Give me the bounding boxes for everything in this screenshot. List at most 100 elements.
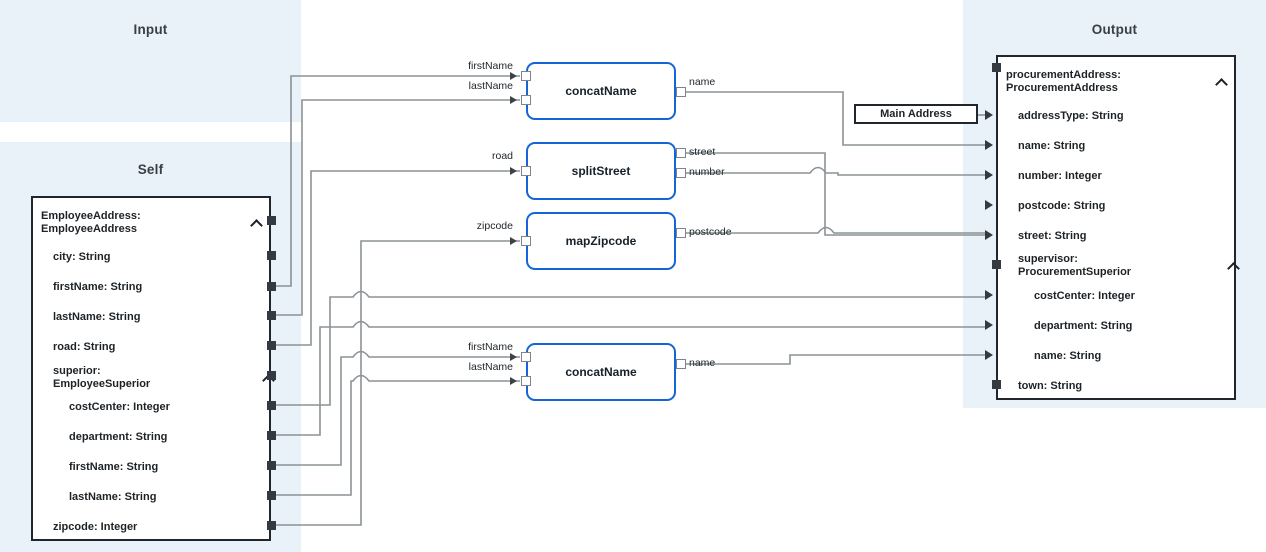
input-lane-title: Input	[133, 22, 168, 37]
node1-in-lastName[interactable]	[521, 95, 531, 105]
port-label-postcode: postcode	[689, 226, 732, 238]
port-label-lastName-2: lastName	[468, 361, 513, 373]
wire-zipcode-mapZipcode	[271, 240, 520, 526]
input-lane: Input	[0, 0, 301, 122]
self-field-road[interactable]: road: String	[53, 341, 116, 353]
output-field-addressType[interactable]: addressType: String	[1018, 110, 1124, 122]
self-port-root[interactable]	[267, 216, 276, 225]
output-root-type: ProcurementAddress	[1006, 82, 1118, 94]
output-schema-box[interactable]: procurementAddress: ProcurementAddress a…	[996, 55, 1236, 400]
output-lane-title: Output	[1091, 22, 1138, 37]
output-field-town[interactable]: town: String	[1018, 380, 1083, 392]
node-splitStreet[interactable]: splitStreet	[526, 142, 676, 200]
wire-road-splitStreet	[271, 170, 520, 346]
self-port-city[interactable]	[267, 251, 276, 260]
self-lane-title: Self	[137, 162, 164, 177]
self-port-firstName[interactable]	[267, 282, 276, 291]
output-port-town[interactable]	[992, 380, 1001, 389]
node-label: splitStreet	[571, 164, 631, 178]
node4-in-firstName-arrow	[510, 353, 517, 361]
port-label-number: number	[689, 166, 725, 178]
node4-in-lastName-arrow	[510, 377, 517, 385]
output-port-postcode[interactable]	[985, 200, 993, 210]
output-field-postcode[interactable]: postcode: String	[1018, 200, 1106, 212]
node1-in-lastName-arrow	[510, 96, 517, 104]
node3-out-postcode[interactable]	[676, 228, 686, 238]
port-label-firstName-2: firstName	[468, 341, 513, 353]
port-label-out-name-1: name	[689, 76, 716, 88]
port-label-firstName: firstName	[468, 60, 513, 72]
constant-label: Main Address	[880, 108, 952, 120]
chevron-up-icon[interactable]	[252, 218, 263, 229]
self-port-superior[interactable]	[267, 371, 276, 380]
node1-out-name[interactable]	[676, 87, 686, 97]
output-field-costCenter[interactable]: costCenter: Integer	[1034, 290, 1135, 302]
node-label: concatName	[565, 365, 637, 379]
self-field-city[interactable]: city: String	[53, 251, 111, 263]
self-field-zipcode[interactable]: zipcode: Integer	[53, 521, 138, 533]
node2-out-street[interactable]	[676, 148, 686, 158]
self-port-costCenter[interactable]	[267, 401, 276, 410]
self-port-sup-firstName[interactable]	[267, 461, 276, 470]
node4-out-name[interactable]	[676, 359, 686, 369]
self-port-road[interactable]	[267, 341, 276, 350]
port-label-street: street	[689, 146, 716, 158]
wire-lastName-concat1	[271, 99, 520, 316]
output-port-root[interactable]	[992, 63, 1001, 72]
output-field-number[interactable]: number: Integer	[1018, 170, 1102, 182]
self-schema-root[interactable]: EmployeeAddress: EmployeeAddress	[41, 210, 277, 236]
node3-in-zipcode-arrow	[510, 237, 517, 245]
output-root-label: procurementAddress:	[1006, 69, 1121, 81]
self-port-department[interactable]	[267, 431, 276, 440]
port-label-out-name-2: name	[689, 357, 716, 369]
constant-main-address[interactable]: Main Address	[854, 104, 978, 124]
node4-in-lastName[interactable]	[521, 376, 531, 386]
output-port-addressType[interactable]	[985, 110, 993, 120]
wire-sup-lastName-concat2	[271, 374, 520, 496]
node3-in-zipcode[interactable]	[521, 236, 531, 246]
self-port-sup-lastName[interactable]	[267, 491, 276, 500]
self-root-type: EmployeeAddress	[41, 223, 137, 235]
self-field-superior[interactable]: superior: EmployeeSuperior	[53, 365, 289, 391]
output-port-name[interactable]	[985, 140, 993, 150]
node1-in-firstName-arrow	[510, 72, 517, 80]
port-label-zipcode: zipcode	[476, 220, 513, 232]
output-port-number[interactable]	[985, 170, 993, 180]
output-field-supervisor[interactable]: supervisor: ProcurementSuperior	[1018, 253, 1254, 279]
chevron-up-icon[interactable]	[1229, 261, 1240, 272]
self-schema-box[interactable]: EmployeeAddress: EmployeeAddress city: S…	[31, 196, 271, 541]
node1-in-firstName[interactable]	[521, 71, 531, 81]
self-port-zipcode[interactable]	[267, 521, 276, 530]
wire-concat2-name-out	[681, 354, 985, 365]
wire-firstName-concat1	[271, 75, 520, 287]
output-port-department[interactable]	[985, 320, 993, 330]
self-field-lastName[interactable]: lastName: String	[53, 311, 141, 323]
self-field-department[interactable]: department: String	[69, 431, 168, 443]
node2-out-number[interactable]	[676, 168, 686, 178]
self-field-sup-lastName[interactable]: lastName: String	[69, 491, 157, 503]
node-concatName-1[interactable]: concatName	[526, 62, 676, 120]
output-port-costCenter[interactable]	[985, 290, 993, 300]
port-label-lastName: lastName	[468, 80, 513, 92]
node-mapZipcode[interactable]: mapZipcode	[526, 212, 676, 270]
self-port-lastName[interactable]	[267, 311, 276, 320]
chevron-up-icon[interactable]	[1217, 77, 1228, 88]
node2-in-road[interactable]	[521, 166, 531, 176]
node2-in-road-arrow	[510, 167, 517, 175]
node-label: mapZipcode	[565, 234, 637, 248]
output-port-street[interactable]	[985, 230, 993, 240]
output-field-department[interactable]: department: String	[1034, 320, 1133, 332]
self-field-costCenter[interactable]: costCenter: Integer	[69, 401, 170, 413]
self-field-sup-firstName[interactable]: firstName: String	[69, 461, 159, 473]
output-field-street[interactable]: street: String	[1018, 230, 1087, 242]
self-field-firstName[interactable]: firstName: String	[53, 281, 143, 293]
output-field-name[interactable]: name: String	[1018, 140, 1086, 152]
output-schema-root[interactable]: procurementAddress: ProcurementAddress	[1006, 69, 1242, 95]
output-port-supervisor[interactable]	[992, 260, 1001, 269]
self-root-label: EmployeeAddress:	[41, 210, 141, 222]
output-port-sup-name[interactable]	[985, 350, 993, 360]
node4-in-firstName[interactable]	[521, 352, 531, 362]
output-field-sup-name[interactable]: name: String	[1034, 350, 1102, 362]
node-concatName-2[interactable]: concatName	[526, 343, 676, 401]
